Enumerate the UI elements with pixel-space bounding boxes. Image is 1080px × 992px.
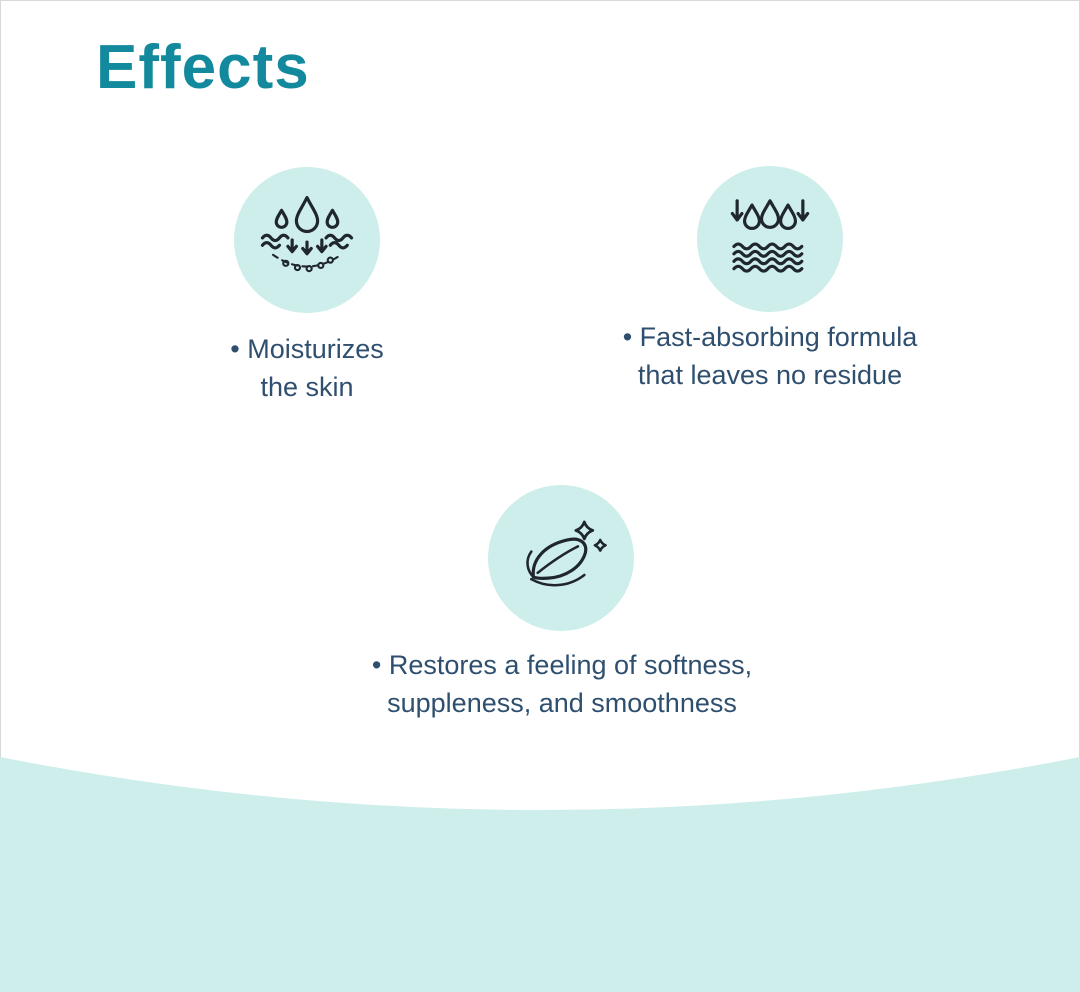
skin-moisture-icon bbox=[260, 196, 354, 273]
moisturizes-icon-circle bbox=[234, 167, 380, 313]
moisturizes-label-line1: • Moisturizes bbox=[230, 334, 384, 364]
fast-absorbing-label-line2: that leaves no residue bbox=[637, 360, 903, 390]
softness-label-line1: • Restores a feeling of softness, bbox=[371, 650, 753, 680]
wave-background bbox=[0, 757, 1080, 992]
fast-absorbing-label: • Fast-absorbing formula that leaves no … bbox=[570, 318, 970, 394]
fast-absorbing-label-line1: • Fast-absorbing formula bbox=[622, 322, 918, 352]
softness-label: • Restores a feeling of softness, supple… bbox=[331, 646, 793, 722]
absorbing-drops-icon bbox=[730, 199, 810, 273]
page-title: Effects bbox=[96, 32, 310, 102]
moisturizes-label: • Moisturizes the skin bbox=[157, 330, 457, 406]
softness-icon-circle bbox=[488, 485, 634, 631]
fast-absorbing-icon-circle bbox=[697, 166, 843, 312]
moisturizes-label-line2: the skin bbox=[260, 372, 354, 402]
softness-label-line2: suppleness, and smoothness bbox=[387, 688, 737, 718]
feather-sparkles-icon bbox=[526, 520, 607, 587]
